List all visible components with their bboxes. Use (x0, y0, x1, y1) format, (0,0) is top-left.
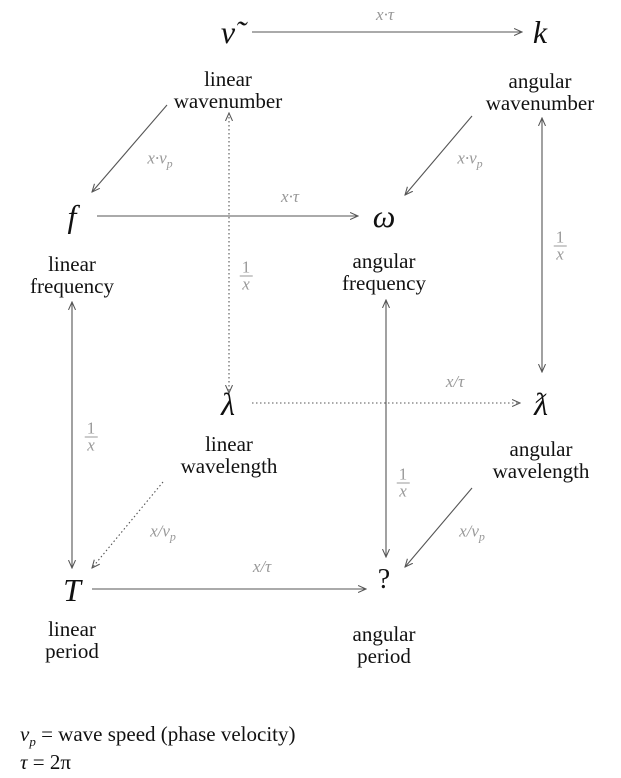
frac-den: x (556, 244, 564, 264)
label-line: angular (509, 437, 573, 461)
label-line: linear (204, 67, 252, 91)
legend-tau: τ = 2π (20, 750, 71, 775)
frac-num: 1 (396, 464, 410, 484)
label-line: linear (48, 252, 96, 276)
op-times-vp-left: x·vp (147, 148, 172, 171)
frac-den: x (87, 435, 95, 455)
op-sub: p (478, 529, 485, 544)
legend-text: = wave speed (phase velocity) (35, 722, 296, 746)
legend-symbol: v (20, 722, 30, 746)
label-line: wavenumber (173, 89, 283, 113)
arrow-wavenumber-to-frequency-angular (405, 115, 473, 195)
label-line: wavelength (180, 454, 278, 478)
label-line: angular (352, 249, 416, 273)
symbol-linear-frequency: f (67, 198, 77, 234)
op-sub: p (169, 529, 176, 544)
legend-symbol: τ (20, 750, 28, 774)
op-div-tau-middle: x/τ (445, 372, 465, 391)
op-times-vp-right: x·vp (457, 148, 482, 171)
arrow-wavelength-to-period-angular (405, 487, 473, 567)
op-text: x·v (457, 148, 477, 168)
op-div-vp-right: x/vp (459, 521, 485, 544)
label-line: angular (508, 69, 572, 93)
op-text: x/v (459, 521, 479, 541)
frac-den: x (242, 274, 250, 294)
frac-den: x (399, 481, 407, 501)
op-sub: p (476, 156, 483, 171)
label-line: linear (48, 617, 96, 641)
label-line: wavenumber (485, 91, 595, 115)
frac-num: 1 (553, 227, 567, 247)
op-times-tau-middle: x·τ (281, 187, 299, 206)
symbol-linear-period: T (63, 572, 81, 608)
legend-sub: p (29, 734, 36, 750)
symbol-angular-frequency: ω (372, 198, 396, 234)
legend-phase-velocity: vp = wave speed (phase velocity) (20, 722, 296, 750)
frac-num: 1 (239, 257, 253, 277)
label-line: frequency (30, 274, 114, 298)
symbol-angular-wavelength: ƛ (534, 386, 548, 422)
label-line: period (45, 639, 99, 663)
symbol-angular-wavenumber: k (532, 14, 548, 50)
label-line: period (357, 644, 411, 668)
op-text: x/v (150, 521, 170, 541)
label-line: linear (205, 432, 253, 456)
op-div-vp-left: x/vp (150, 521, 176, 544)
arrow-wavenumber-to-frequency-linear (92, 104, 168, 192)
label-line: angular (352, 622, 416, 646)
legend-text: = 2π (27, 750, 71, 774)
op-sub: p (166, 156, 173, 171)
symbol-angular-period: ? (377, 564, 391, 595)
op-div-tau-bottom: x/τ (252, 557, 272, 576)
symbol-linear-wavenumber: ν̃ (220, 14, 236, 50)
op-times-tau-top: x·τ (376, 5, 394, 24)
frac-num: 1 (84, 418, 98, 438)
op-text: x·v (147, 148, 167, 168)
arrow-wavelength-to-period-linear (92, 481, 164, 568)
symbol-linear-wavelength: λ (221, 386, 235, 422)
label-line: frequency (342, 271, 426, 295)
label-line: wavelength (492, 459, 590, 483)
